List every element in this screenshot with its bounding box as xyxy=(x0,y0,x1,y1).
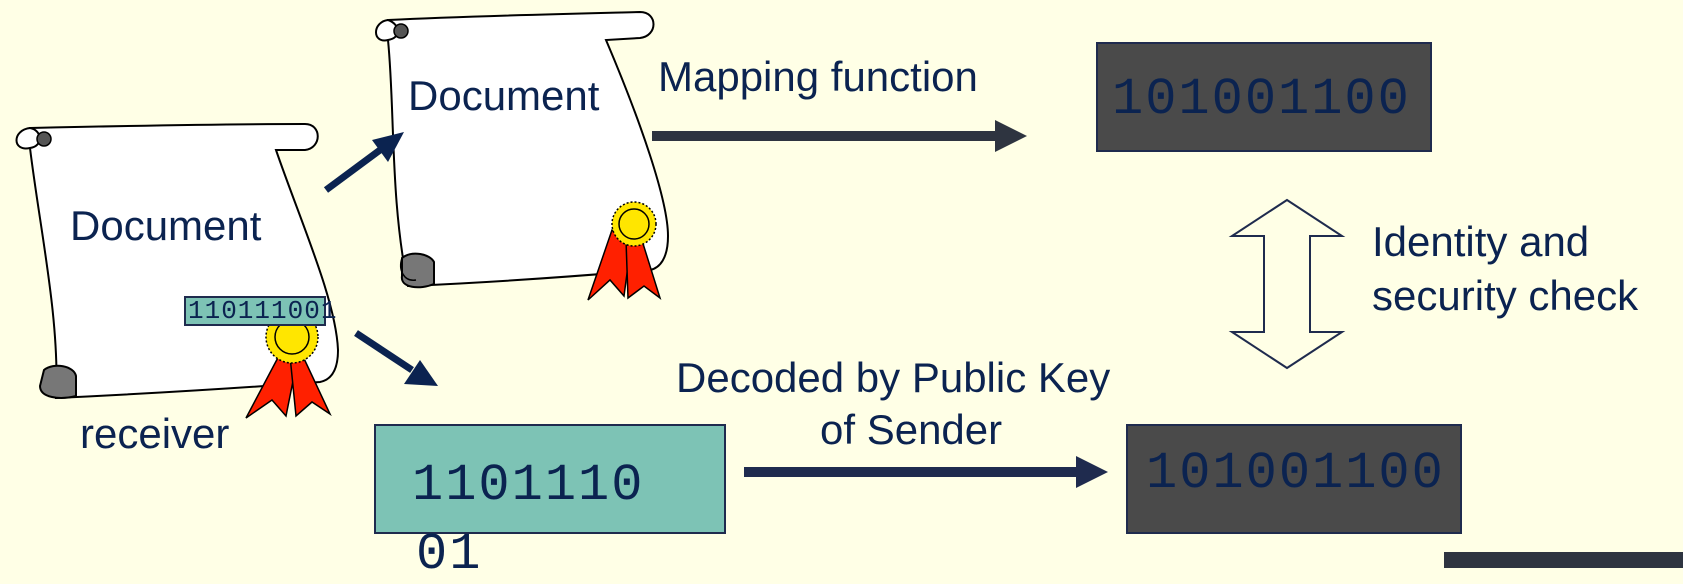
top-digest-box xyxy=(1096,42,1432,152)
back-seal-icon xyxy=(587,201,662,301)
decode-label-line2: of Sender xyxy=(820,406,1003,453)
back-scroll-icon xyxy=(375,10,670,289)
signature-box xyxy=(374,424,726,534)
signature-value-line2: 01 xyxy=(416,525,483,584)
decode-label-line1: Decoded by Public Key xyxy=(676,354,1111,401)
front-scroll-label: Document xyxy=(70,202,262,249)
split-arrow-down xyxy=(354,330,438,386)
bottom-digest-value: 101001100 xyxy=(1146,444,1445,503)
top-digest-value: 101001100 xyxy=(1112,70,1411,129)
corner-bar xyxy=(1444,552,1683,568)
mapping-arrow xyxy=(652,120,1027,152)
signature-value-line1: 1101110 xyxy=(412,456,645,515)
receiver-label: receiver xyxy=(80,410,230,457)
front-signature-box xyxy=(184,296,326,326)
mapping-function-label: Mapping function xyxy=(658,53,978,100)
bottom-digest-box xyxy=(1126,424,1462,534)
split-arrow-up xyxy=(323,132,404,193)
decode-arrow xyxy=(744,456,1108,488)
front-scroll-icon xyxy=(15,122,340,400)
identity-check-label-line2: security check xyxy=(1372,272,1639,319)
front-signature-bits: 110111001 xyxy=(188,296,338,326)
back-scroll-label: Document xyxy=(408,72,600,119)
identity-check-label-line1: Identity and xyxy=(1372,218,1590,265)
compare-double-arrow xyxy=(1228,198,1346,370)
